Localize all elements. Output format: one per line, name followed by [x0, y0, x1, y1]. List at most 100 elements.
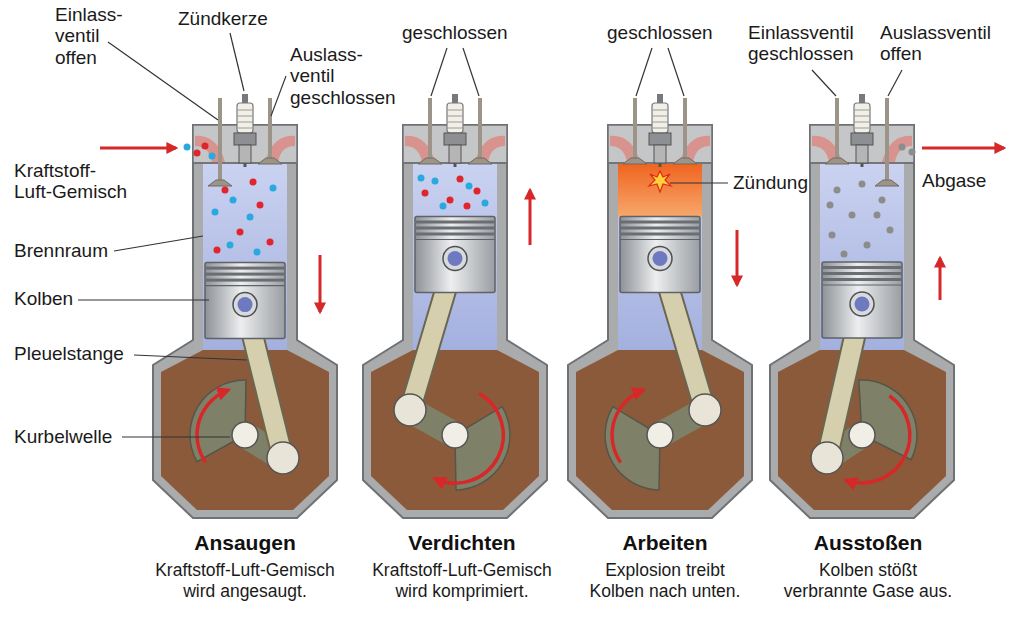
gas-mixture — [482, 200, 489, 207]
motion-arrows — [922, 147, 1004, 150]
leader-lines — [78, 299, 209, 300]
cylinder-compression — [442, 422, 468, 448]
cylinder-intake — [208, 180, 232, 186]
cylinder-exhaust — [851, 94, 873, 167]
cylinder-power — [568, 94, 752, 518]
cylinder-intake — [218, 98, 222, 182]
cylinder-intake — [205, 263, 285, 339]
exhaust-gas — [829, 232, 836, 239]
leader-lines — [636, 48, 652, 96]
exhaust-gas — [841, 251, 848, 258]
gas-mixture — [222, 187, 229, 194]
cylinder-exhaust — [825, 158, 849, 164]
part-label: Kurbelwelle — [14, 426, 126, 447]
stroke-caption: Kraftstoff-Luft-Gemisch wird komprimiert… — [356, 560, 568, 602]
leader-lines — [114, 236, 203, 251]
exhaust-gas — [849, 212, 856, 219]
cylinder-intake — [267, 442, 299, 474]
gas-mixture — [440, 203, 447, 210]
part-label: Zündung — [733, 172, 813, 193]
leader-lines — [812, 70, 836, 96]
gas-mixture — [457, 176, 464, 183]
cylinder-power — [568, 125, 752, 518]
exhaust-gas — [827, 202, 834, 209]
gas-mixture — [214, 247, 221, 254]
cylinder-power — [649, 94, 671, 167]
cylinder-exhaust — [846, 396, 910, 483]
gas-mixture — [250, 179, 257, 186]
gas-mixture — [237, 229, 244, 236]
gas-mixture — [230, 197, 237, 204]
cylinder-exhaust — [885, 98, 889, 182]
cylinder-intake — [268, 98, 272, 160]
exhaust-gas — [879, 197, 886, 204]
exhaust-gas — [859, 181, 866, 188]
gas-mixture — [257, 202, 264, 209]
cylinder-compression — [394, 394, 426, 426]
leader-lines — [670, 182, 728, 183]
valve-label: Einlassventil geschlossen — [748, 22, 866, 65]
exhaust-gas — [899, 144, 906, 151]
gas-mixture — [194, 150, 201, 157]
spark — [649, 171, 671, 192]
cylinder-exhaust — [849, 422, 875, 448]
valve-label: Einlass- ventil offen — [55, 4, 135, 68]
gas-mixture — [267, 239, 274, 246]
cylinder-power — [633, 98, 637, 160]
cylinder-compression — [363, 125, 547, 518]
gas-mixture — [422, 190, 429, 197]
cylinder-exhaust — [770, 94, 954, 518]
cylinder-power — [689, 394, 721, 426]
valve-label: Auslass- ventil geschlossen — [290, 44, 402, 108]
cylinder-power — [673, 158, 697, 164]
part-label: Brennraum — [14, 240, 119, 261]
valve-label: geschlossen — [402, 22, 510, 43]
motion-arrows — [939, 258, 942, 300]
motion-arrows — [100, 148, 1004, 312]
exhaust-gas — [909, 149, 916, 156]
motion-arrows — [100, 147, 176, 150]
cylinder-intake — [197, 390, 229, 463]
cylinder-compression — [415, 217, 495, 293]
stroke-caption: Kraftstoff-Luft-Gemisch wird angesaugt. — [139, 560, 351, 602]
stroke-heading: Ausstoßen — [768, 530, 968, 555]
gas-mixture — [270, 185, 277, 192]
exhaust-gas — [834, 187, 841, 194]
cylinder-compression — [428, 98, 432, 160]
leader-lines — [230, 33, 244, 91]
leader-lines — [463, 48, 479, 96]
cylinder-intake — [234, 94, 256, 167]
leader-lines — [122, 436, 230, 437]
cylinder-intake — [232, 422, 258, 448]
cylinder-compression — [444, 94, 466, 167]
stroke-heading: Verdichten — [362, 530, 562, 555]
part-label: Kraftstoff- Luft-Gemisch — [14, 160, 134, 203]
part-label: Zündkerze — [178, 8, 278, 29]
gas-mixture — [418, 175, 425, 182]
cylinder-intake — [153, 94, 337, 518]
valve-label: Auslassventil offen — [880, 22, 1006, 65]
motion-arrows — [736, 230, 739, 285]
gas-mixture — [212, 209, 219, 216]
cylinder-compression — [435, 393, 504, 483]
gas-mixture — [464, 203, 471, 210]
gas-mixture — [247, 214, 254, 221]
leader-lines — [78, 33, 902, 437]
cylinder-compression — [468, 158, 492, 164]
part-label: Pleuelstange — [14, 343, 139, 364]
cylinder-power — [612, 390, 644, 463]
exhaust-gas — [874, 212, 881, 219]
cylinder-exhaust — [835, 98, 839, 160]
gas-mixture — [466, 183, 473, 190]
cylinder-intake — [258, 158, 282, 164]
leader-lines — [134, 355, 247, 360]
gas-mixture — [432, 178, 439, 185]
cylinder-intake — [190, 380, 246, 462]
cylinder-exhaust — [875, 180, 899, 186]
stroke-caption: Kolben stößt verbrannte Gase aus. — [778, 560, 958, 602]
stroke-caption: Explosion treibt Kolben nach unten. — [585, 560, 745, 602]
gas-mixture — [184, 144, 191, 151]
